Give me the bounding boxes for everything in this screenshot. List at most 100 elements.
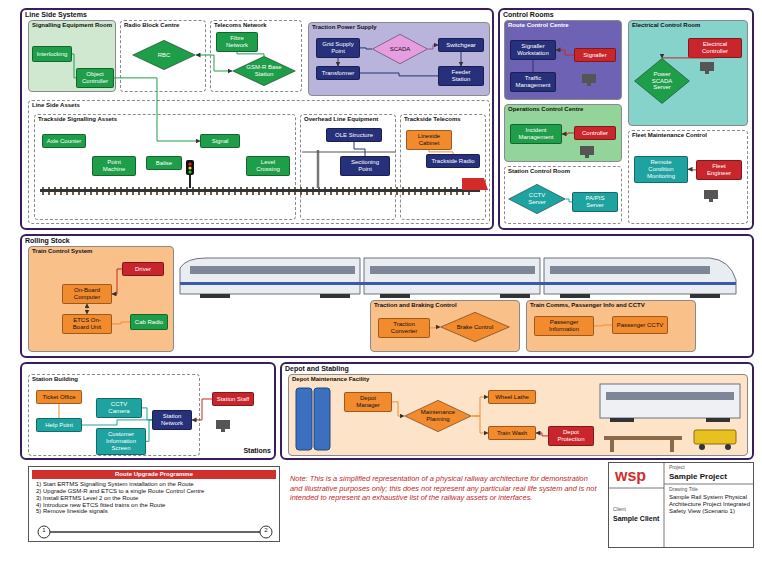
box-label: CCTV Server [522,192,552,206]
group-heading: Trackside Telecoms [401,115,485,124]
group-box: Route Control CentreSignaller Workstatio… [504,20,622,100]
group-heading: Fleet Maintenance Control [629,131,747,140]
box-label: Transformer [322,70,354,77]
group-heading: Route Control Centre [505,21,621,30]
process-box: Transformer [316,66,360,80]
title-block: wspClientSample ClientProjectSample Proj… [608,462,754,548]
connector [82,420,152,425]
process-box: Signal [200,134,240,148]
box-label: Incident Management [514,127,558,141]
process-box: Cab Radio [130,314,168,330]
signal-post [189,174,191,188]
group-heading: Station Control Room [505,167,621,176]
callout-number: 1 [38,527,50,535]
box-label: Balise [156,160,172,167]
box-label: OLE Structure [335,132,373,139]
connector [472,397,488,416]
group-heading: Depot Maintenance Facility [289,375,747,384]
box-label: Sectioning Point [344,159,386,173]
box-label: Station Network [156,413,188,427]
process-box: Switchgear [438,38,484,52]
box-label: GSM-R Base Station [246,64,282,78]
group-box: Trackside Signalling AssetsAxle CounterP… [34,114,296,220]
process-box: PA/PIS Server [572,192,618,212]
process-box: Interlocking [32,46,72,62]
connector [430,327,440,329]
connector [59,404,60,418]
notes-heading: Route Upgrade Programme [32,470,276,479]
route-line [50,531,260,533]
box-label: Signaller [583,52,606,59]
depot-illustration [296,384,740,452]
process-box: ETCS On-Board Unit [62,314,112,334]
notes-item: 2) Upgrade GSM-R and ETCS to a single Ro… [32,488,276,495]
group-box: Train Control SystemDriverOn-Board Compu… [28,246,174,352]
box-label: Power SCADA Server [648,71,676,92]
company-logo: wsp [615,467,665,485]
ole-mast [317,150,320,188]
process-box: Feeder Station [438,66,484,86]
group-box: Operations Control CentreControllerIncid… [504,104,622,162]
process-box: Depot Protection [548,426,594,446]
connector [461,52,462,66]
box-label: Electrical Controller [692,41,738,55]
section-panel: StationsStation BuildingTicket OfficeHel… [20,362,276,460]
box-label: Maintenance Planning [418,409,458,423]
box-label: Driver [135,266,151,273]
group-heading: Train Comms, Passenger Info and CCTV [527,301,695,310]
box-label: Depot Protection [552,429,590,443]
box-label: Brake Control [457,324,494,331]
box-label: Help Point [45,422,73,429]
signal-head [186,160,194,175]
box-label: RBC [158,52,171,59]
process-box: Lineside Cabinet [406,130,452,150]
connector [112,269,122,294]
section-heading: Control Rooms [500,10,752,20]
title-cell: Sample Rail System Physical Architecture… [669,494,753,515]
connector [196,55,232,71]
process-box: Driver [122,262,164,276]
group-heading: Electrical Control Room [629,21,747,30]
title-text: Project [669,465,753,471]
box-label: Fibre Network [220,35,254,49]
group-heading: Traction and Braking Control [371,301,519,310]
title-cell: Drawing Title [669,487,753,493]
connector [594,325,612,327]
process-box: CCTV Camera [96,398,142,418]
section-panel: Line Side SystemsLine Side AssetsTracksi… [20,8,494,230]
group-heading: Radio Block Centre [121,21,205,30]
process-box: OLE Structure [326,128,382,142]
box-label: Cab Radio [135,319,163,326]
process-box: On-Board Computer [62,284,112,304]
group-box: Train Comms, Passenger Info and CCTV Pass… [526,300,696,352]
process-box: Traction Converter [378,318,430,338]
box-label: Remote Condition Monitoring [638,159,684,180]
box-label: PA/PIS Server [576,195,614,209]
process-box: Level Crossing [246,156,290,176]
box-label: Signaller Workstation [514,43,552,57]
connector [429,150,453,154]
section-heading: Rolling Stock [22,236,752,246]
process-box: Controller [574,126,616,140]
box-label: Switchgear [446,42,476,49]
group-box: Station BuildingTicket OfficeHelp PointC… [28,374,200,456]
process-box: Point Machine [92,156,136,176]
connector [566,199,572,202]
connector [428,45,438,49]
process-box: Ticket Office [36,390,82,404]
connector [72,54,76,78]
process-box: Trackside Radio [426,154,480,168]
title-text: Drawing Title [669,487,753,493]
notes-item: 3) Install ERTMS Level 2 on the Route [32,495,276,502]
process-box: Grid Supply Point [316,38,360,58]
box-label: Passenger CCTV [617,322,664,329]
title-text: Sample Project [669,472,753,481]
title-text: Client [613,507,669,513]
process-box: Traffic Management [510,72,556,92]
group-box: Radio Block CentreRBC [120,20,206,92]
box-label: Passenger Information [538,319,590,333]
process-box: Fleet Engineer [696,160,742,180]
box-label: Trackside Radio [431,158,474,165]
process-box: Station Network [152,410,192,430]
